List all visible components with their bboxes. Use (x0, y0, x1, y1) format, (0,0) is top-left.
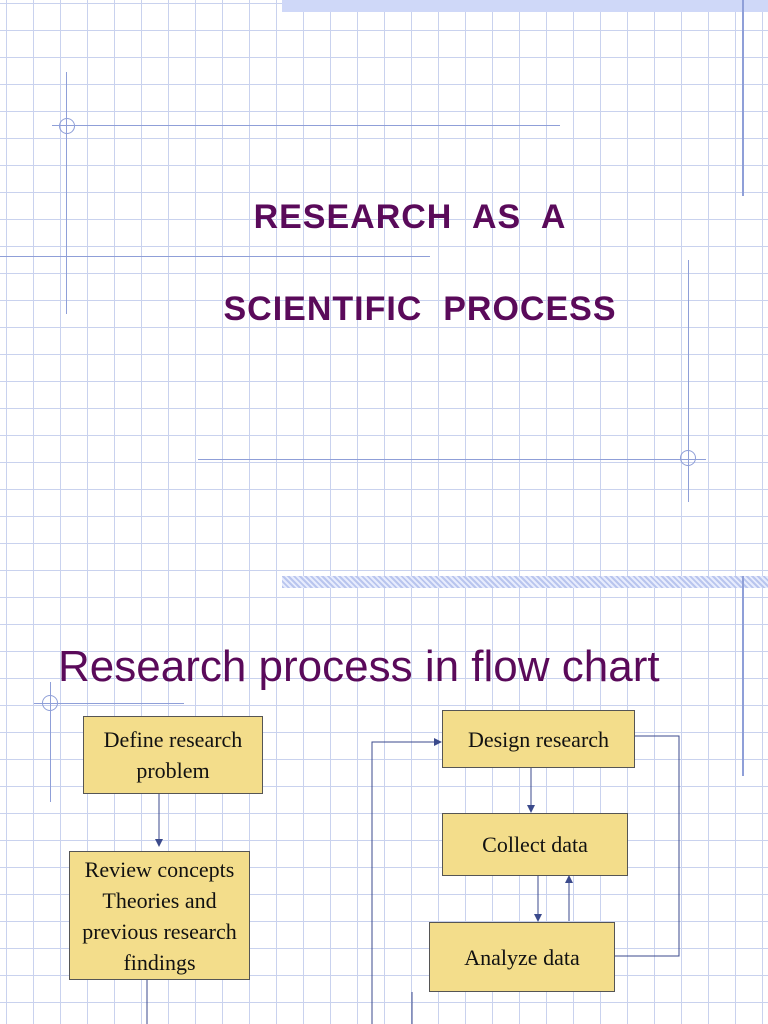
middle-horizontal-line (0, 256, 430, 257)
box-design-research: Design research (442, 710, 635, 768)
loop-analyze-to-design (614, 735, 680, 957)
top-accent-bar (282, 576, 768, 588)
slide-heading: Research process in flow chart (58, 642, 660, 691)
title-line-2: SCIENTIFIC PROCESS (223, 290, 617, 328)
corner-ring-icon (59, 118, 75, 134)
title-line-1: RESEARCH AS A (253, 198, 567, 236)
flow-chart-slide: Research process in flow chart Define re… (0, 576, 768, 1024)
top-horizontal-line (52, 125, 560, 126)
corner-ring-icon (42, 695, 58, 711)
left-horizontal-line (34, 703, 184, 704)
box-analyze-data: Analyze data (429, 922, 615, 992)
box-collect-data: Collect data (442, 813, 628, 876)
box-define-research-problem: Define research problem (83, 716, 263, 794)
right-lower-vertical-line (688, 260, 689, 502)
title-slide: RESEARCH AS A SCIENTIFIC PROCESS (0, 0, 768, 502)
arrow-left-loop-into-design (371, 738, 442, 1024)
flow-connectors (146, 735, 680, 1024)
top-accent-bar (282, 0, 768, 12)
box-review-concepts: Review concepts Theories and previous re… (69, 851, 250, 980)
right-vertical-line (742, 0, 744, 196)
right-vertical-line (742, 576, 744, 776)
corner-ring-icon (680, 450, 696, 466)
bottom-horizontal-line (198, 459, 706, 460)
left-vertical-line (66, 72, 67, 314)
left-vertical-line (50, 682, 51, 802)
